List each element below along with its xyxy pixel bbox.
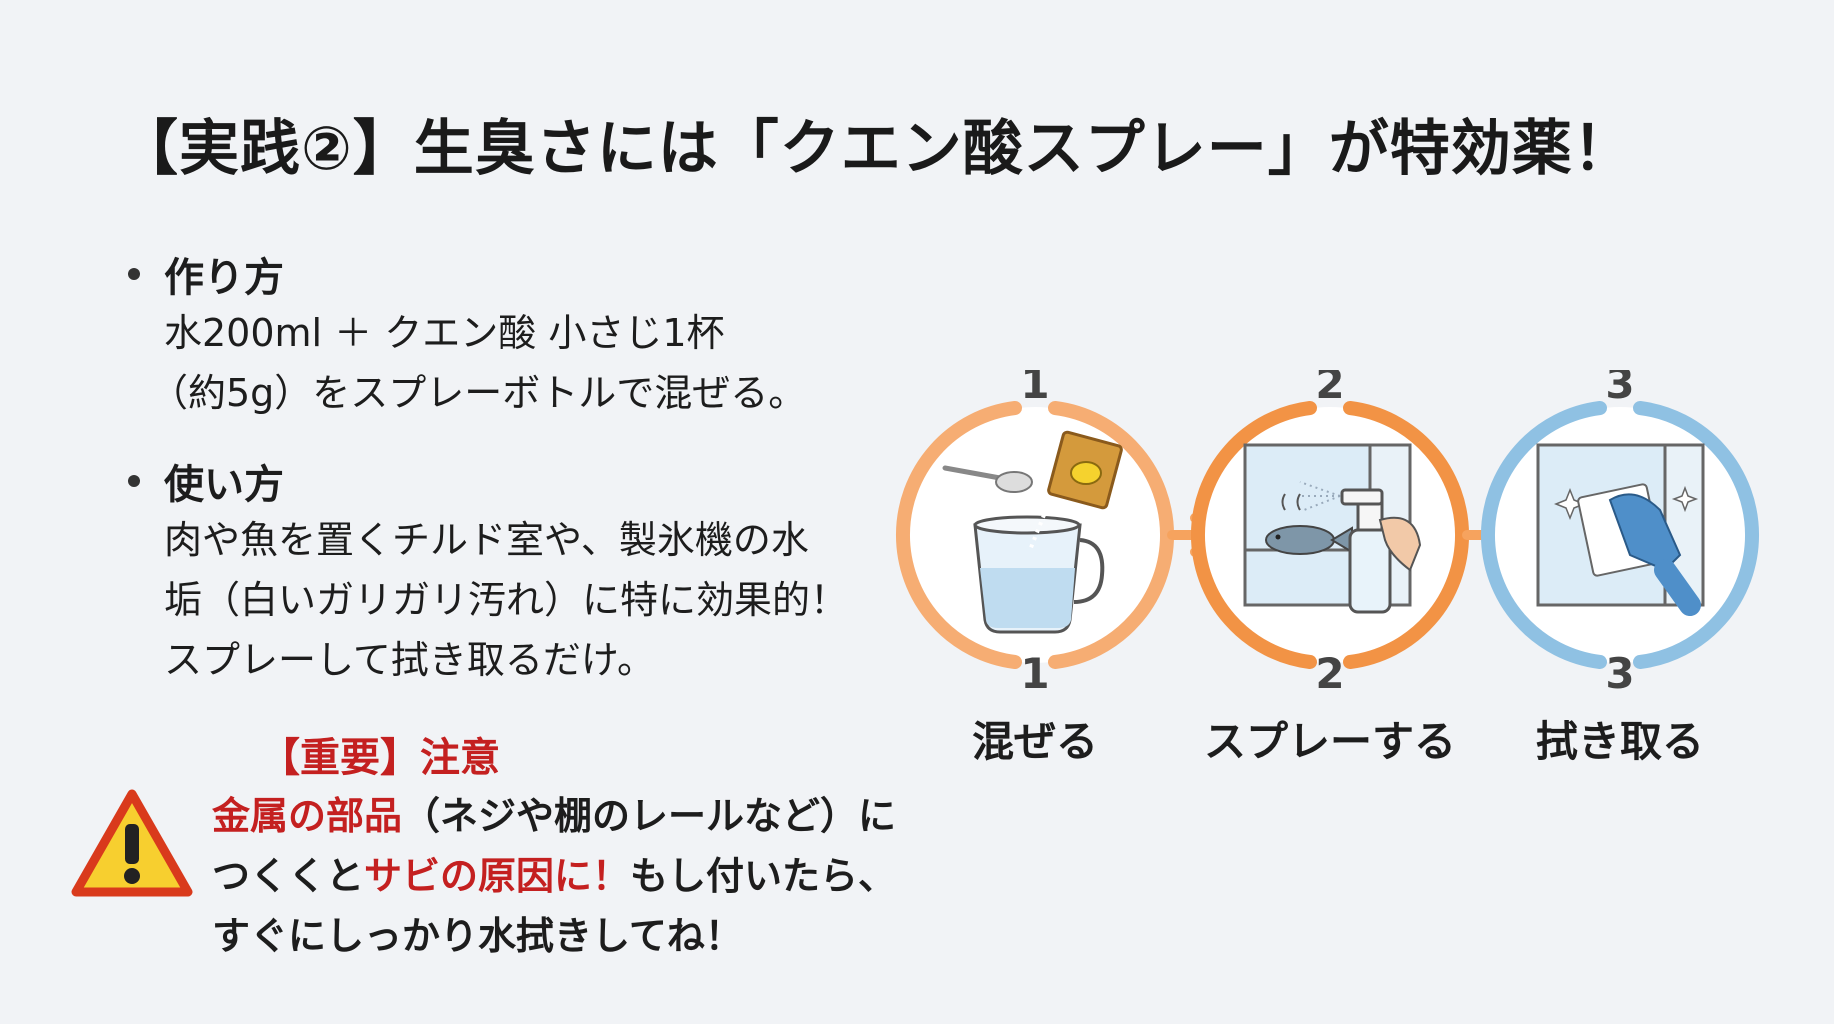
glove-cloth-icon: [1577, 483, 1701, 616]
step-1-label: 混ぜる: [971, 717, 1098, 766]
how-to-make-line: 水200ml ＋ クエン酸 小さじ1杯: [164, 311, 725, 355]
bullet-icon: [128, 475, 140, 487]
step-3-label: 拭き取る: [1535, 717, 1704, 766]
spoon-icon: [942, 465, 1033, 493]
warning-line-1: 金属の部品（ネジや棚のレールなど）に: [212, 794, 897, 838]
citric-acid-packet-icon: [1028, 430, 1123, 551]
how-to-make-line: （約5g）をスプレーボトルで混ぜる。: [150, 371, 807, 415]
step-3-number-top: 3: [1605, 370, 1634, 408]
step-2-number-bottom: 2: [1315, 649, 1344, 698]
how-to-use-line: 垢（白いガリガリ汚れ）に特に効果的！: [164, 578, 849, 622]
step-diagram: 1 1 2 2: [890, 359, 1790, 766]
how-to-use-line: 肉や魚を置くチルド室や、製氷機の水: [164, 518, 809, 562]
step-1-number-top: 1: [1020, 370, 1049, 408]
how-to-use-line: スプレーして拭き取るだけ。: [164, 638, 655, 682]
step-1-number-bottom: 1: [1020, 649, 1049, 698]
warning-heading: 【重要】注意: [260, 735, 500, 781]
measuring-cup-icon: [973, 515, 1105, 634]
step-2-number-top: 2: [1315, 370, 1344, 408]
warning-triangle-icon: [71, 789, 193, 897]
how-to-make-section: 作り方 水200ml ＋ クエン酸 小さじ1杯 （約5g）をスプレーボトルで混ぜ…: [128, 245, 806, 423]
fish-icon: [1265, 493, 1353, 555]
step-2-label: スプレーする: [1203, 717, 1456, 766]
how-to-use-section: 使い方 肉や魚を置くチルド室や、製氷機の水 垢（白いガリガリ汚れ）に特に効果的！…: [128, 452, 848, 690]
spray-bottle-icon: [1299, 481, 1422, 614]
warning-line-2: つくくとサビの原因に！もし付いたら、: [212, 854, 897, 898]
page-title: 【実践②】生臭さには「クエン酸スプレー」が特効薬！: [118, 114, 1634, 184]
how-to-make-heading: 作り方: [164, 255, 284, 301]
steps-graphic: 1 1 2 2: [895, 359, 1760, 698]
warning-line-3: すぐにしっかり水拭きしてね！: [212, 914, 743, 958]
bullet-icon: [128, 268, 140, 280]
step-3-number-bottom: 3: [1605, 649, 1634, 698]
how-to-use-heading: 使い方: [164, 462, 284, 508]
